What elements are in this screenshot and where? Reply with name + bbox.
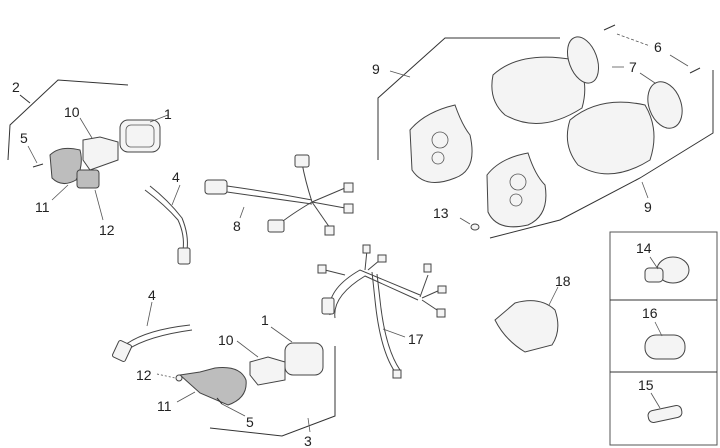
harness-part-8 (204, 154, 354, 236)
screw-part-5 (32, 163, 44, 168)
leader-11 (51, 184, 69, 201)
bulb-part-16 (644, 334, 686, 360)
leader-12 (94, 189, 104, 221)
bulb-panel (609, 231, 718, 446)
bracket-part-12 (76, 169, 100, 189)
group-bracket-9b (489, 70, 714, 239)
housing-part-11b (178, 367, 247, 406)
callout-15: 15 (638, 377, 654, 393)
callout-4: 4 (172, 169, 180, 185)
lens-part-1b (284, 342, 324, 376)
assembly-3-rear-left-indicator (112, 301, 336, 437)
callout-8: 8 (233, 218, 241, 234)
screw-part-5b (216, 397, 223, 405)
leader-18 (548, 286, 559, 306)
callout-9-lower: 9 (644, 199, 652, 215)
leader-12b (156, 373, 176, 379)
callout-10-lower: 10 (218, 332, 234, 348)
leader-1 (149, 114, 169, 123)
lens-part-1 (119, 119, 161, 153)
leader-9a (389, 70, 411, 78)
callout-18: 18 (555, 273, 571, 289)
leader-6 (616, 33, 651, 47)
callout-1: 1 (164, 106, 172, 122)
lamp-housing-upper (409, 104, 473, 183)
leader-10b (236, 340, 259, 358)
leader-8 (239, 206, 245, 219)
license-lamp-part-18 (494, 286, 559, 353)
group-bracket-2 (7, 79, 129, 161)
group-bracket-9a (377, 37, 560, 160)
leader-3 (307, 417, 311, 433)
callout-7: 7 (629, 59, 637, 75)
ring-part-7b (647, 81, 683, 129)
screw-part-6b (689, 67, 701, 74)
screw-part-6a (603, 24, 616, 31)
callout-12: 12 (99, 222, 115, 238)
housing-part-11 (49, 147, 82, 184)
leader-16 (654, 321, 663, 337)
lens-dome-lower (566, 101, 655, 175)
assembly-9-rear-lamps (377, 24, 714, 239)
bulb-part-15 (647, 405, 683, 423)
assembly-2-front-left-indicator (7, 79, 169, 221)
callout-5-lower: 5 (246, 414, 254, 430)
ring-part-7a (566, 36, 600, 84)
callout-14: 14 (636, 240, 652, 256)
leader-2 (19, 94, 31, 104)
callout-4-lower: 4 (148, 287, 156, 303)
leader-14 (649, 256, 659, 270)
leader-4a (171, 184, 181, 206)
leader-10 (79, 117, 93, 139)
leader-13 (459, 217, 471, 225)
leader-1b (270, 326, 293, 343)
callout-12-lower: 12 (136, 367, 152, 383)
reflector-part-10b (249, 356, 286, 386)
leader-11b (176, 391, 196, 403)
callout-3: 3 (304, 433, 312, 448)
leader-4b (146, 301, 153, 327)
leader-5 (27, 145, 38, 164)
callout-1-lower: 1 (261, 312, 269, 328)
callout-labels: 2 10 1 5 4 11 12 8 9 6 7 9 13 14 16 15 1… (12, 39, 662, 448)
callout-9-upper: 9 (372, 61, 380, 77)
leader-5b (221, 403, 246, 417)
callout-10: 10 (64, 104, 80, 120)
lens-dome-upper (491, 56, 586, 124)
leader-9b (641, 181, 649, 199)
nut-part-12b (175, 374, 183, 382)
callout-6: 6 (654, 39, 662, 55)
callout-5: 5 (20, 130, 28, 146)
callout-11: 11 (35, 199, 50, 215)
callout-17: 17 (408, 331, 424, 347)
callout-11-lower: 11 (157, 398, 172, 414)
reflector-part-10 (82, 136, 119, 171)
callout-16: 16 (642, 305, 658, 321)
cable-part-4-upper (144, 184, 191, 265)
leader-17 (382, 328, 406, 338)
screw-part-13 (470, 223, 480, 231)
callout-13: 13 (433, 205, 449, 221)
callout-2: 2 (12, 79, 20, 95)
harness-part-17 (317, 244, 447, 379)
group-bracket-3 (209, 346, 336, 437)
leader-15 (650, 392, 661, 409)
